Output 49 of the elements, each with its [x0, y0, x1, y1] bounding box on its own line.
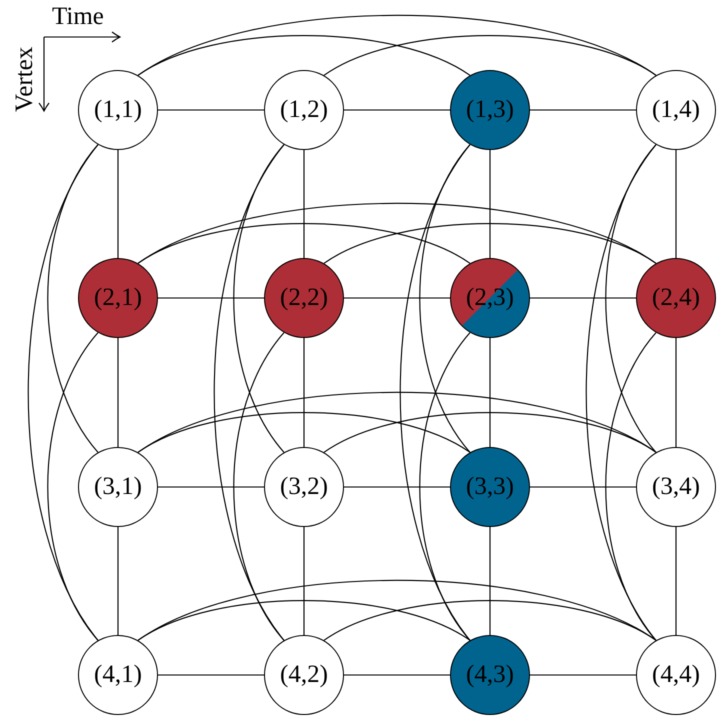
vertex-label: (2,1) — [94, 284, 142, 312]
vertex-label: (1,1) — [94, 96, 142, 124]
connector-line — [324, 600, 656, 641]
vertex-label: (1,4) — [652, 96, 700, 124]
connector-line — [117, 338, 119, 447]
vertex-label: (2,4) — [652, 284, 700, 312]
connector-line — [530, 297, 636, 299]
vertex-label: (3,4) — [652, 473, 700, 501]
connector-line — [117, 150, 119, 258]
connector-line — [344, 486, 450, 488]
vertex-label: (3,3) — [466, 473, 514, 501]
connector-line — [158, 109, 264, 111]
connector-line — [530, 109, 636, 111]
connector-line — [158, 297, 264, 299]
connector-line — [324, 223, 656, 264]
connector-line — [303, 338, 305, 447]
connector-line — [47, 332, 98, 641]
vertex-label: (4,2) — [280, 661, 328, 689]
connector-line — [605, 332, 656, 641]
connector-line — [233, 332, 284, 641]
axis-label: Time — [52, 4, 104, 29]
connector-line — [158, 486, 264, 488]
connector-line — [419, 332, 470, 641]
connector-line — [324, 35, 656, 76]
vertex-label: (1,2) — [280, 96, 328, 124]
vertex-label: (4,1) — [94, 661, 142, 689]
connector-line — [675, 527, 677, 635]
vertex-label: (2,2) — [280, 284, 328, 312]
connector-line — [117, 527, 119, 635]
connector-line — [489, 527, 491, 635]
connector-line — [530, 674, 636, 676]
connector-line — [530, 486, 636, 488]
connector-line — [344, 297, 450, 299]
connector-line — [344, 109, 450, 111]
connector-line — [675, 150, 677, 258]
connector-line — [344, 674, 450, 676]
connector-line — [324, 412, 656, 453]
vertex-label: (3,2) — [280, 473, 328, 501]
connector-line — [675, 338, 677, 447]
connector-line — [303, 150, 305, 258]
vertex-label: (3,1) — [94, 473, 142, 501]
vertex-label: (4,4) — [652, 661, 700, 689]
axis-label: Vertex — [12, 46, 37, 112]
vertex-label: (1,3) — [466, 96, 514, 124]
vertex-label: (4,3) — [466, 661, 514, 689]
connector-line — [489, 150, 491, 258]
connector-line — [489, 338, 491, 447]
connector-line — [158, 674, 264, 676]
connector-line — [303, 527, 305, 635]
